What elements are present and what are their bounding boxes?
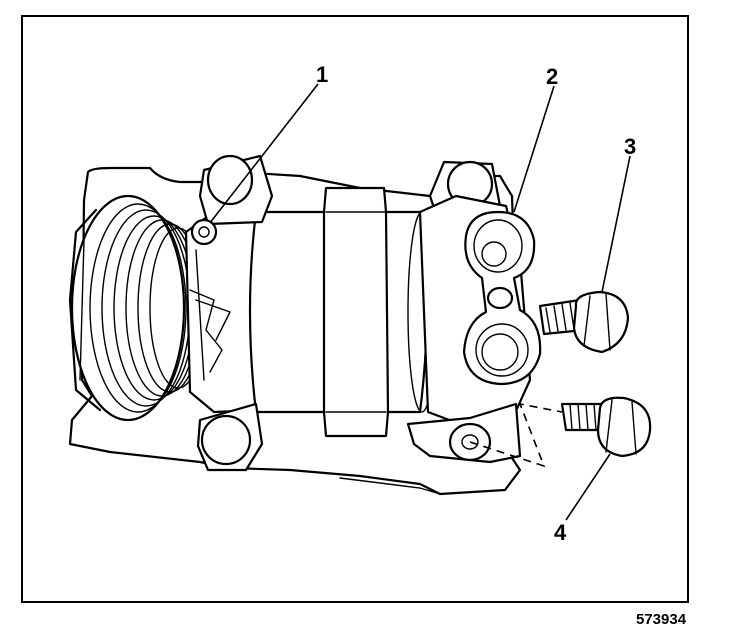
figure-id: 573934 <box>636 611 687 628</box>
compressor-body <box>248 186 437 438</box>
leader-3 <box>601 155 631 293</box>
leader-lines <box>205 83 631 521</box>
callout-2: 2 <box>546 64 558 89</box>
mounting-ears <box>196 154 502 472</box>
leader-4 <box>565 453 611 521</box>
leader-1 <box>205 83 319 229</box>
fitting-bolt <box>538 290 630 354</box>
mounting-bolt <box>469 396 652 468</box>
diagram-frame <box>21 15 689 603</box>
callout-1: 1 <box>316 62 328 87</box>
pressure-switch <box>190 218 218 246</box>
manifold-fitting <box>462 210 542 386</box>
leader-2 <box>513 85 555 213</box>
callout-3: 3 <box>624 134 636 159</box>
callout-4: 4 <box>554 520 567 545</box>
clutch-pulley <box>68 194 207 422</box>
